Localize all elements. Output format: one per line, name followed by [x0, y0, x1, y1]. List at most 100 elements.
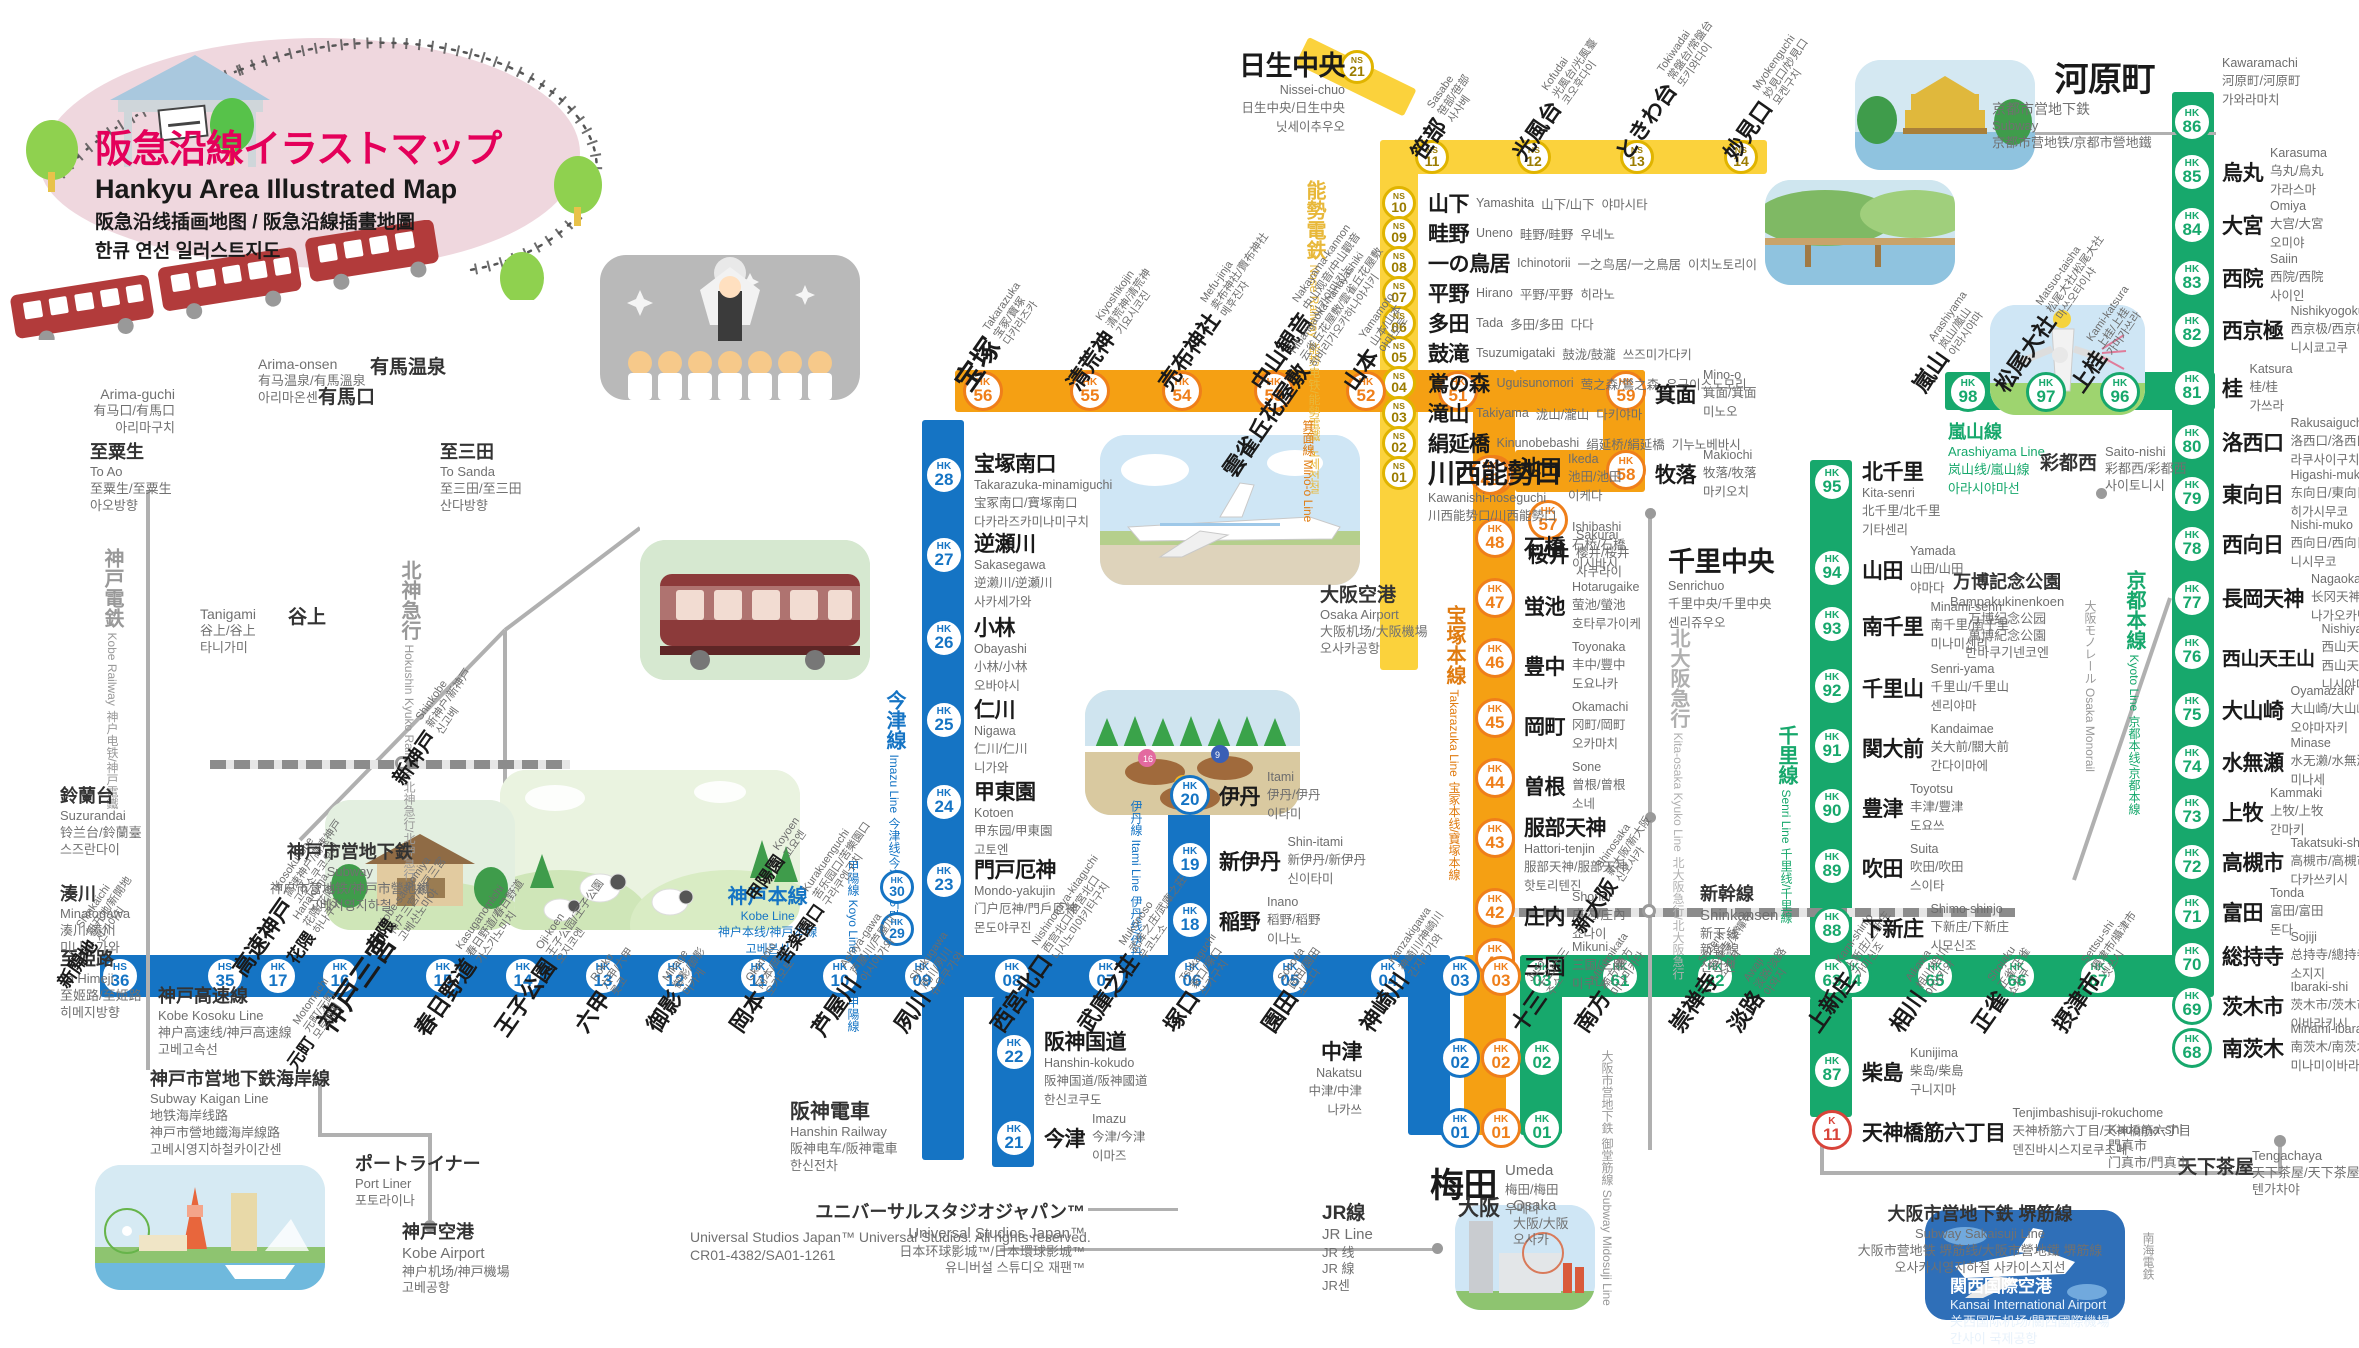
roundel-ns-11[interactable]: NS 11 — [1415, 140, 1449, 174]
roundel-ns-21[interactable]: NS 21 — [1340, 50, 1374, 84]
roundel-ns-12[interactable]: NS 12 — [1517, 140, 1551, 174]
roundel-ns-14[interactable]: NS 14 — [1724, 140, 1758, 174]
roundel-ns-13[interactable]: NS 13 — [1620, 140, 1654, 174]
